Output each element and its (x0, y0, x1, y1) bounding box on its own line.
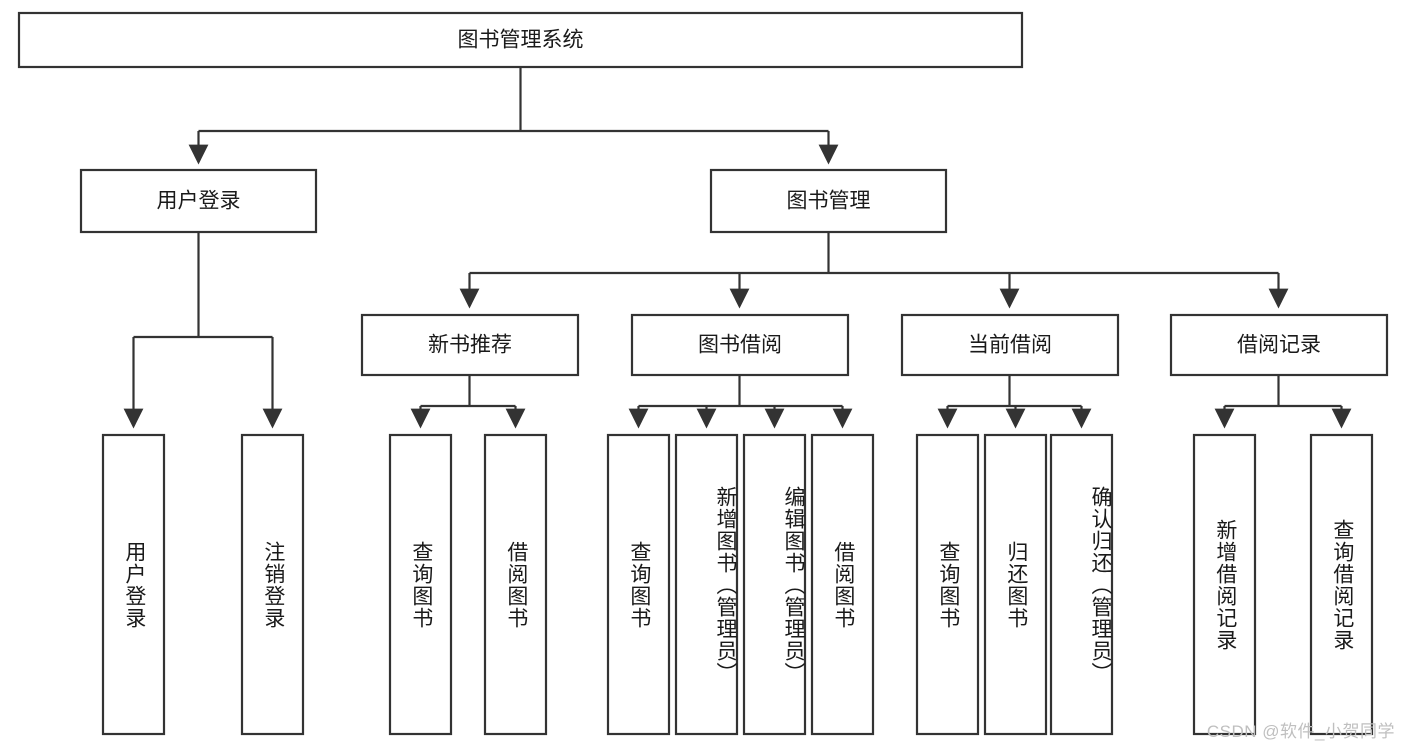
node-book-borrow-label: 图书借阅 (698, 334, 782, 357)
leaf-box-book-borrow-1[interactable] (606, 433, 671, 736)
node-root-box[interactable] (17, 11, 1024, 69)
node-borrow-record[interactable]: 借阅记录 (1169, 313, 1389, 377)
node-book-manage[interactable]: 图书管理 (709, 168, 948, 234)
node-current-borrow[interactable]: 当前借阅 (900, 313, 1120, 377)
leaf-box-new-book-2[interactable] (483, 433, 548, 736)
connector-group-new-book (410, 375, 526, 429)
node-user-login[interactable]: 用户登录 (79, 168, 318, 234)
node-current-borrow-box[interactable] (900, 313, 1120, 377)
leaf-box-new-book-1[interactable] (388, 433, 453, 736)
connector-group-borrow-record (1214, 375, 1352, 429)
node-new-book-recommend-box[interactable] (360, 313, 580, 377)
node-current-borrow-label: 当前借阅 (968, 334, 1052, 357)
node-user-login-label: 用户登录 (157, 190, 241, 213)
leaf-box-current-borrow-3[interactable] (1049, 433, 1114, 736)
node-root-label: 图书管理系统 (458, 29, 584, 52)
node-new-book-recommend-label: 新书推荐 (428, 334, 512, 357)
leaf-group-book-borrow (606, 433, 875, 736)
leaf-box-borrow-record-2[interactable] (1309, 433, 1374, 736)
leaf-group-new-book (388, 433, 548, 736)
connector-group-user-login (123, 232, 283, 429)
node-user-login-box[interactable] (79, 168, 318, 234)
leaf-box-book-borrow-3[interactable] (742, 433, 807, 736)
leaf-group-borrow-record (1192, 433, 1374, 736)
connector-group-book-manage (459, 232, 1289, 309)
csdn-watermark: CSDN @软件_小贺同学 (1206, 722, 1395, 741)
node-book-manage-box[interactable] (709, 168, 948, 234)
leaf-group-user-login (101, 433, 305, 736)
leaf-box-current-borrow-2[interactable] (983, 433, 1048, 736)
leaf-box-book-borrow-4[interactable] (810, 433, 875, 736)
node-root[interactable]: 图书管理系统 (17, 11, 1024, 69)
leaf-box-user-login-2[interactable] (240, 433, 305, 736)
node-book-borrow[interactable]: 图书借阅 (630, 313, 850, 377)
leaf-box-user-login-1[interactable] (101, 433, 166, 736)
node-new-book-recommend[interactable]: 新书推荐 (360, 313, 580, 377)
connector-group-book-borrow (628, 375, 853, 429)
connector-group-root (188, 67, 839, 165)
node-borrow-record-box[interactable] (1169, 313, 1389, 377)
leaf-box-book-borrow-2[interactable] (674, 433, 739, 736)
connector-group-current-borrow (937, 375, 1092, 429)
node-borrow-record-label: 借阅记录 (1237, 334, 1321, 357)
leaf-box-current-borrow-1[interactable] (915, 433, 980, 736)
leaf-group-current-borrow (915, 433, 1114, 736)
node-book-manage-label: 图书管理 (787, 190, 871, 213)
node-book-borrow-box[interactable] (630, 313, 850, 377)
leaf-box-borrow-record-1[interactable] (1192, 433, 1257, 736)
